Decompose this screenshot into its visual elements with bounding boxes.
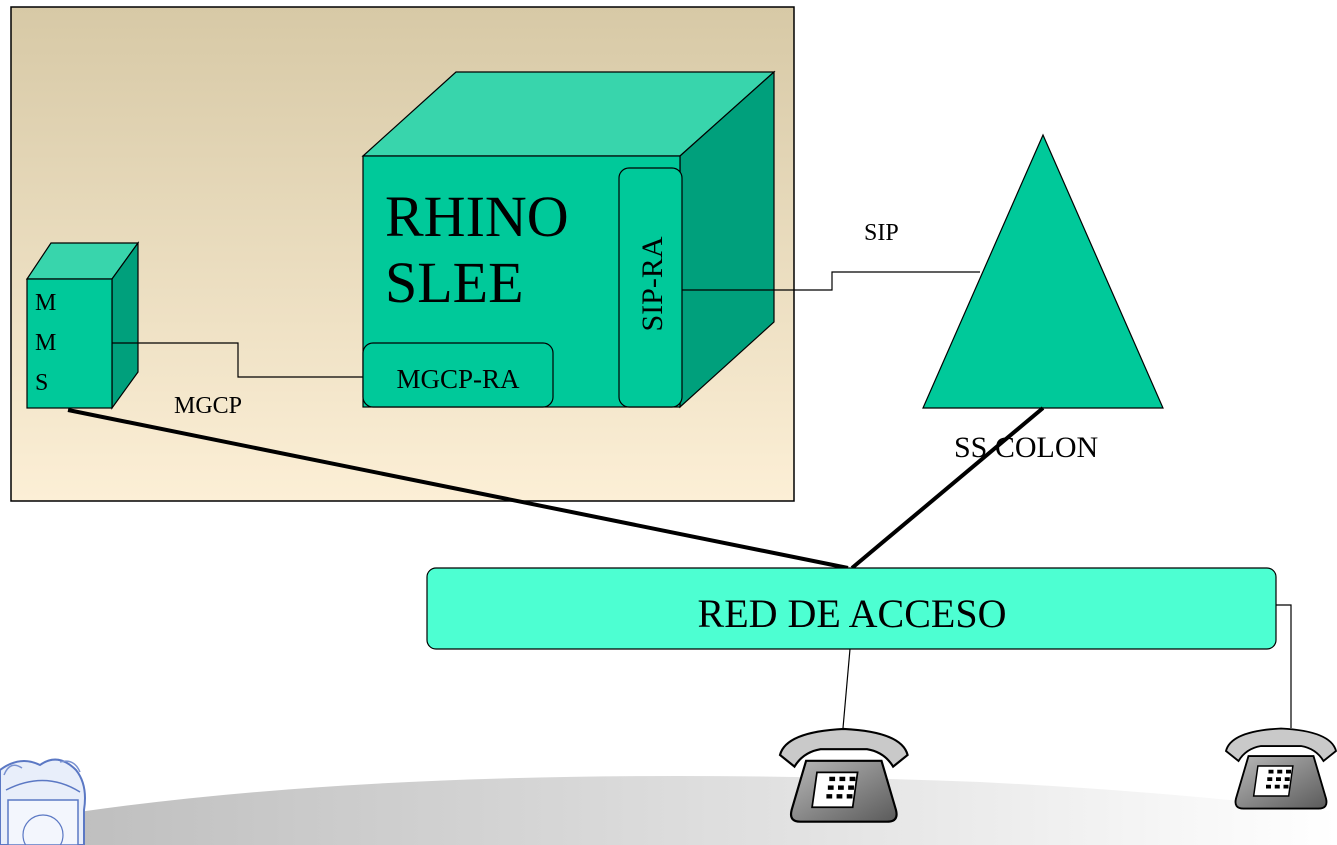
access-network-label: RED DE ACCESO (698, 591, 1007, 636)
softswitch-access-link (850, 406, 1045, 570)
mms-cube (25, 241, 140, 410)
mgcp-ra-adapter (362, 342, 554, 408)
mgcp-protocol-label: MGCP (174, 393, 242, 419)
mgcp-ra-label: MGCP-RA (396, 364, 520, 394)
phone-2-link (1276, 604, 1292, 728)
access-network-box (426, 567, 1277, 650)
rhino-title-line1: RHINO (385, 184, 569, 249)
telephone-icon (1225, 727, 1337, 810)
telephone-icon (778, 727, 909, 823)
mms-access-link (67, 408, 849, 570)
mms-label-line1: M (35, 290, 56, 316)
sip-protocol-label: SIP (864, 220, 899, 246)
mgcp-link (112, 342, 363, 378)
softswitch-label: SS COLON (954, 431, 1098, 464)
mms-label-line3: S (35, 370, 48, 396)
footer-swoosh (40, 775, 1337, 845)
rhino-title-line2: SLEE (385, 250, 524, 315)
phone-1-link (842, 648, 851, 729)
sip-link (682, 271, 980, 291)
sip-ra-label: SIP-RA (636, 236, 669, 331)
mms-label-line2: M (35, 330, 56, 356)
sip-ra-adapter (618, 167, 683, 408)
university-seal-logo (0, 758, 86, 845)
